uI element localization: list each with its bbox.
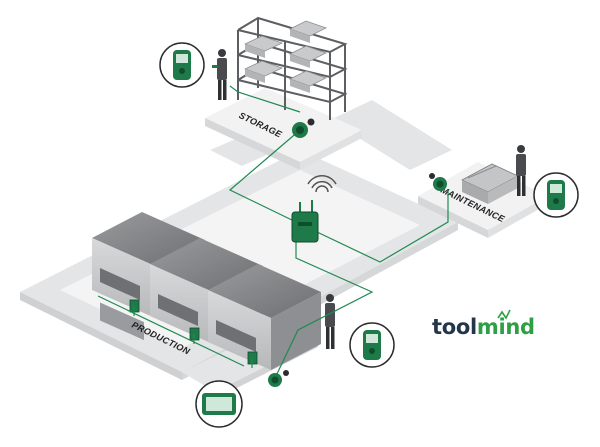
sensor-maintenance: [429, 173, 447, 191]
network-lines: [97, 85, 449, 379]
sensor-storage: [292, 118, 315, 138]
machine-3: [208, 264, 321, 370]
callout-tablet: [195, 380, 243, 428]
maintenance-bench: [461, 163, 519, 204]
logo-text-tool: tool: [432, 315, 477, 339]
path-to-maintenance: [330, 100, 452, 170]
callout-production-device: [349, 322, 395, 368]
sensor-production: [268, 370, 289, 387]
worker-production: [325, 294, 335, 349]
callout-maintenance-device: [533, 172, 579, 218]
wireless-gateway-icon: [291, 175, 337, 243]
worker-storage: [212, 49, 227, 100]
toolmind-logo: toolmind: [432, 309, 535, 339]
worker-maintenance: [516, 145, 526, 196]
storage-crates: [243, 20, 328, 93]
logo-signal-icon: [497, 309, 511, 320]
storage-platform: [205, 88, 362, 170]
production-machines: [92, 212, 321, 370]
callout-storage-device: [159, 42, 205, 88]
svg-text:toolmind: toolmind: [432, 315, 535, 339]
